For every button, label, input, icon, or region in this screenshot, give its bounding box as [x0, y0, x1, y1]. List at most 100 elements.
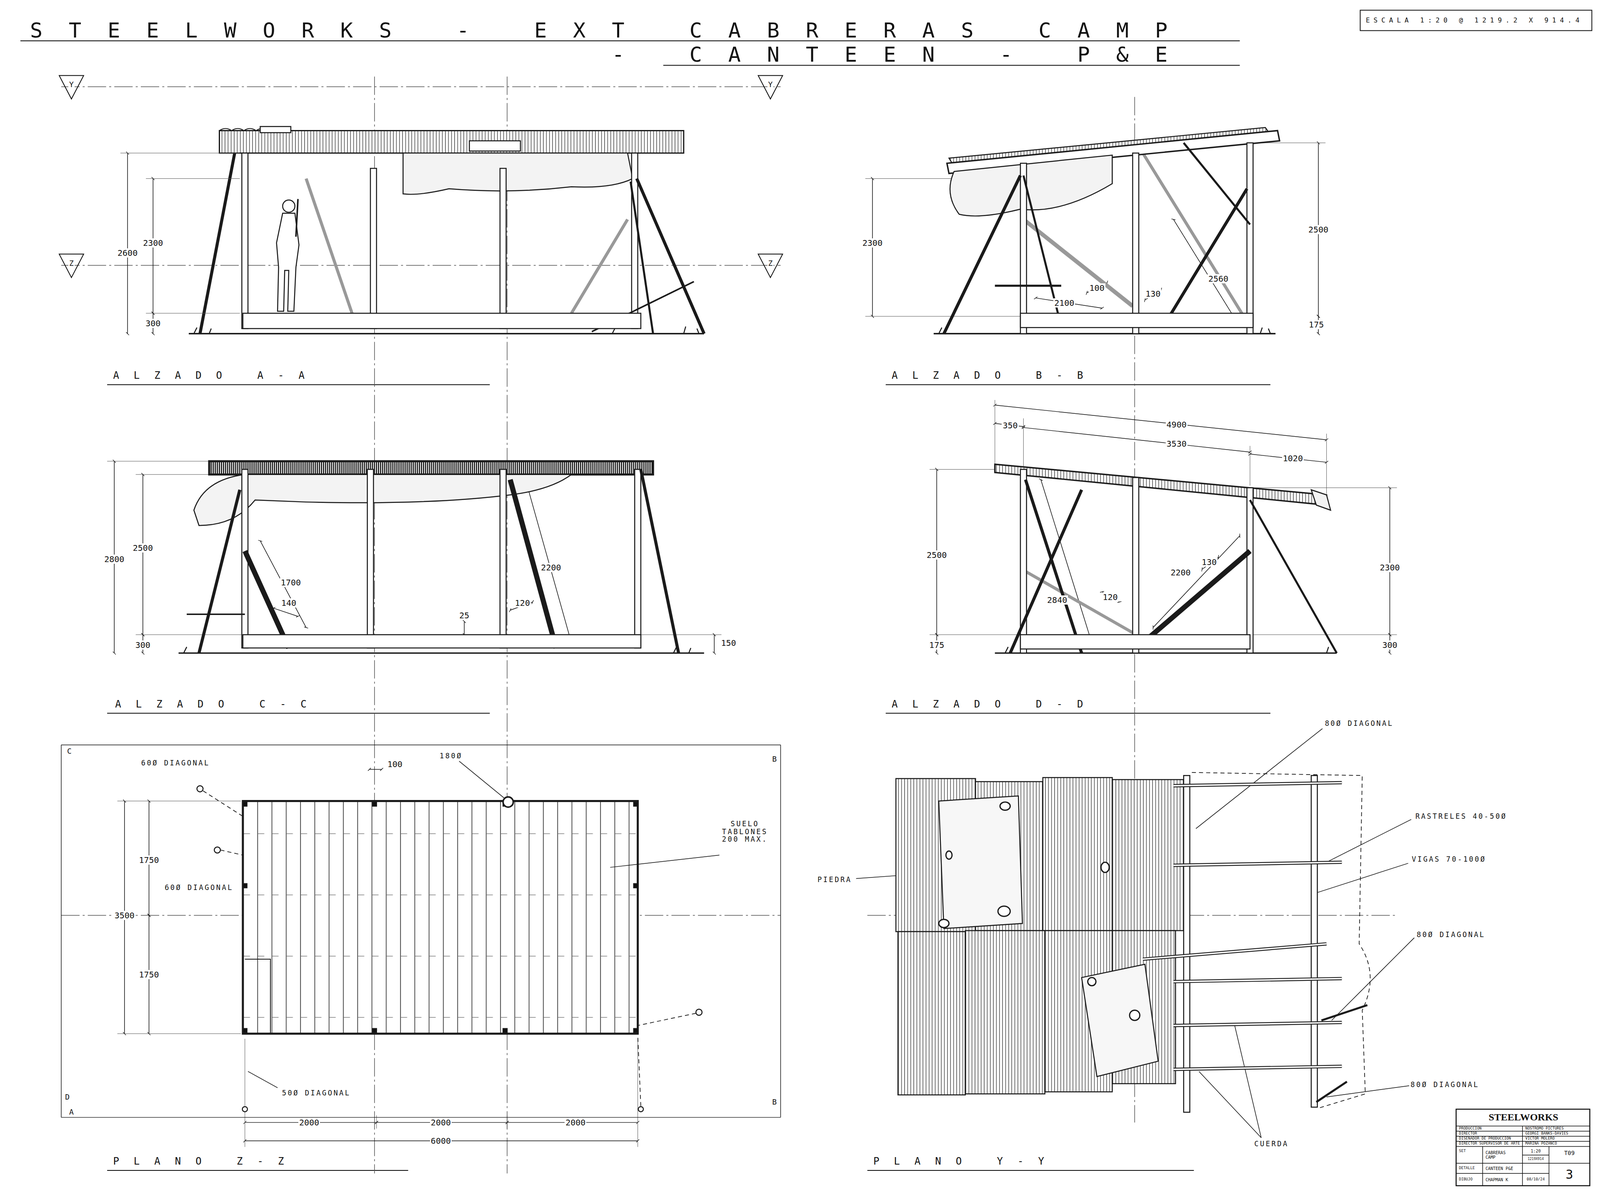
dimension-line	[464, 621, 465, 635]
title-block-cell: CABRERAS CAMP	[1484, 1150, 1509, 1160]
extension-line	[107, 460, 210, 462]
title-block	[1456, 1173, 1550, 1174]
elevation-b	[933, 332, 1276, 335]
dimension-line	[1152, 535, 1240, 628]
elevation-b	[1132, 152, 1139, 334]
plan-z	[202, 790, 696, 1107]
elevation-c	[178, 652, 705, 654]
dimension: 130	[1144, 289, 1162, 299]
plan-y	[1112, 779, 1186, 931]
plan-z	[242, 883, 248, 888]
elevation-c	[178, 461, 705, 653]
section-marker-symbol	[59, 75, 84, 99]
plan-y	[945, 850, 953, 860]
plan-y	[1100, 862, 1110, 873]
elevation-c	[242, 634, 641, 648]
plan-y	[1183, 775, 1190, 1113]
sheet-rule	[885, 712, 1271, 714]
callout: CUERDA	[1253, 1140, 1290, 1148]
callout: 60Ø DIAGONAL	[140, 759, 211, 768]
extension-line	[145, 312, 240, 314]
elevation-d	[1142, 550, 1250, 643]
dimension-line	[260, 540, 306, 628]
section-marker: Z	[68, 259, 75, 268]
elevation-b	[933, 127, 1280, 334]
dimension: 1020	[1282, 453, 1304, 463]
dimension: 120	[514, 598, 531, 608]
dimension: 2000	[298, 1117, 320, 1128]
center-line	[61, 76, 1398, 1174]
elevation-d	[1311, 490, 1331, 511]
title-block-cell: MARINA POZANCO	[1524, 1141, 1558, 1146]
title-block-cell: DETALLE	[1458, 1166, 1476, 1171]
elevation-d	[995, 464, 1337, 653]
dimension-line	[369, 769, 382, 770]
extension-line	[1250, 445, 1251, 486]
elevation-a	[370, 168, 377, 329]
plan-z	[372, 1028, 377, 1033]
dimension: 2000	[430, 1117, 452, 1128]
dimension-line	[1040, 479, 1092, 643]
extension-line	[637, 1038, 638, 1148]
dimension: 120	[1101, 592, 1119, 602]
extension-line	[135, 634, 243, 635]
title-block-cell: CANTEEN P&E	[1484, 1166, 1514, 1171]
dimension-line	[142, 474, 143, 635]
elevation-a	[276, 213, 300, 312]
plan-z	[637, 1013, 697, 1026]
leader-line	[1316, 863, 1408, 893]
dimension-line	[714, 634, 715, 653]
dimension-line	[127, 152, 128, 334]
elevation-d	[1247, 487, 1254, 654]
title-block-cell: 1:20	[1530, 1148, 1542, 1154]
dimension: 100	[386, 759, 404, 769]
dimension: 2600	[116, 248, 139, 258]
plan-y	[1191, 772, 1370, 1109]
view-title: ALZADO A-A	[112, 370, 320, 381]
plan-z	[242, 800, 638, 1034]
elevation-a	[636, 178, 705, 334]
plan-z	[633, 1028, 638, 1033]
plan-y	[1311, 775, 1318, 1108]
elevation-b	[1163, 188, 1248, 327]
dimension: 300	[1381, 640, 1398, 650]
dimension: 2200	[540, 562, 562, 573]
callout: 80Ø DIAGONAL	[1409, 1080, 1480, 1089]
elevation-d	[1020, 634, 1250, 649]
plan-y	[1087, 977, 1097, 986]
elevation-b	[1247, 142, 1254, 334]
dimension: 150	[720, 638, 738, 648]
title-block	[1482, 1146, 1483, 1186]
elevation-a	[306, 178, 353, 314]
sheet-rule	[107, 1170, 408, 1171]
dimension-line	[1102, 591, 1120, 602]
view-title: PLANO Z-Z	[112, 1155, 300, 1167]
callout: RASTRELES 40-50Ø	[1414, 812, 1508, 821]
plan-z	[242, 1106, 248, 1112]
title-block-cell: 08/10/24	[1525, 1177, 1546, 1182]
elevation-c	[640, 469, 679, 654]
title-block	[1456, 1162, 1590, 1164]
extension-line	[1326, 433, 1327, 494]
dimension-line	[273, 608, 298, 617]
section-marker: B	[771, 1097, 778, 1107]
dimension-line	[872, 178, 873, 317]
plan-z	[502, 1028, 508, 1033]
dimension: 3530	[1165, 439, 1188, 449]
title-block-cell: T09	[1563, 1150, 1576, 1157]
dimension-line	[114, 142, 1390, 1141]
callout: 80Ø DIAGONAL	[1415, 930, 1487, 939]
title-block	[1456, 1109, 1590, 1186]
plan-z	[372, 802, 377, 807]
sheet-rule	[20, 10, 1592, 1170]
title-block	[1456, 1146, 1590, 1147]
sheet-rule	[867, 1170, 1195, 1171]
dimension: 2560	[1207, 274, 1230, 284]
plan-z	[61, 745, 781, 1118]
title-block-cell: 1219X914	[1526, 1157, 1545, 1162]
section-marker: A	[68, 1107, 75, 1117]
view-title: ALZADO D-D	[890, 698, 1099, 710]
plan-z	[242, 1028, 248, 1033]
elevation-a	[571, 219, 628, 314]
